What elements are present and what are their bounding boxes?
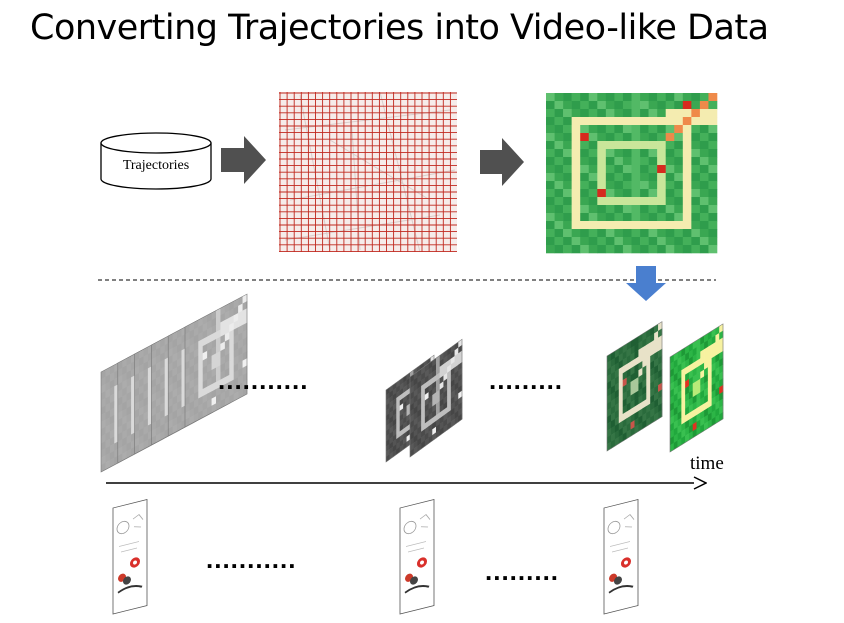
- database-label: Trajectories: [122, 158, 190, 173]
- document-cards: [112, 499, 639, 615]
- heatmap: [546, 93, 718, 254]
- gridded-map: [279, 91, 457, 253]
- ellipsis-docs-2: .........: [485, 556, 560, 586]
- slide-title: Converting Trajectories into Video-like …: [30, 8, 769, 48]
- trajectories-database: Trajectories: [99, 131, 213, 191]
- ellipsis-frames-1: ...........: [218, 365, 309, 395]
- ellipsis-frames-2: .........: [489, 365, 564, 395]
- frame-heatmap-latest: [669, 323, 724, 453]
- frame-stack-dark: [385, 338, 463, 463]
- frame-stack-gray: [100, 293, 248, 473]
- right-arrow-1: [221, 136, 266, 184]
- ellipsis-docs-1: ...........: [206, 544, 297, 574]
- frame-stack-green: [606, 321, 663, 452]
- time-label: time: [690, 453, 724, 474]
- database-icon: [100, 132, 212, 190]
- down-arrow: [626, 266, 666, 301]
- right-arrow-2: [480, 138, 524, 186]
